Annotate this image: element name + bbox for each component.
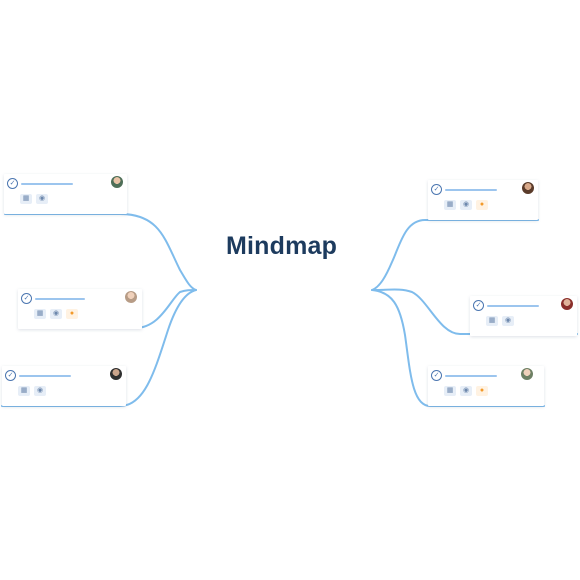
connector-left-3 [1, 289, 197, 407]
avatar[interactable] [125, 291, 137, 303]
connector-left-1 [4, 213, 197, 291]
eye-icon[interactable]: ◉ [460, 200, 472, 210]
avatar[interactable] [110, 368, 122, 380]
eye-icon[interactable]: ◉ [460, 386, 472, 396]
eye-icon[interactable]: ◉ [36, 194, 48, 204]
avatar[interactable] [521, 368, 533, 380]
task-card-left-1[interactable]: ✓ ▦ ◉ [4, 174, 127, 214]
task-title-placeholder [35, 298, 85, 300]
calendar-icon[interactable]: ▦ [444, 200, 456, 210]
task-card-left-3[interactable]: ✓ ▦ ◉ [2, 366, 126, 406]
check-circle-icon[interactable]: ✓ [431, 370, 442, 381]
task-card-right-3[interactable]: ✓ ▦ ◉ ● [428, 366, 544, 406]
task-title-placeholder [19, 375, 71, 377]
task-title-placeholder [445, 189, 497, 191]
connector-right-3 [371, 289, 545, 407]
bell-icon[interactable]: ● [476, 200, 488, 210]
connector-left-2 [19, 289, 197, 329]
connector-right-2 [371, 288, 578, 335]
eye-icon[interactable]: ◉ [502, 316, 514, 326]
check-circle-icon[interactable]: ✓ [5, 370, 16, 381]
task-title-placeholder [487, 305, 539, 307]
avatar[interactable] [522, 182, 534, 194]
eye-icon[interactable]: ◉ [50, 309, 62, 319]
task-card-right-2[interactable]: ✓ ▦ ◉ [470, 296, 577, 336]
check-circle-icon[interactable]: ✓ [7, 178, 18, 189]
task-card-left-2[interactable]: ✓ ▦ ◉ ● [18, 289, 142, 329]
task-title-placeholder [21, 183, 73, 185]
calendar-icon[interactable]: ▦ [444, 386, 456, 396]
calendar-icon[interactable]: ▦ [20, 194, 32, 204]
check-circle-icon[interactable]: ✓ [431, 184, 442, 195]
task-title-placeholder [445, 375, 497, 377]
bell-icon[interactable]: ● [66, 309, 78, 319]
check-circle-icon[interactable]: ✓ [21, 293, 32, 304]
check-circle-icon[interactable]: ✓ [473, 300, 484, 311]
connector-right-1 [371, 219, 539, 291]
avatar[interactable] [561, 298, 573, 310]
calendar-icon[interactable]: ▦ [18, 386, 30, 396]
calendar-icon[interactable]: ▦ [486, 316, 498, 326]
task-card-right-1[interactable]: ✓ ▦ ◉ ● [428, 180, 538, 220]
eye-icon[interactable]: ◉ [34, 386, 46, 396]
avatar[interactable] [111, 176, 123, 188]
bell-icon[interactable]: ● [476, 386, 488, 396]
mindmap-title: Mindmap [226, 232, 338, 260]
calendar-icon[interactable]: ▦ [34, 309, 46, 319]
